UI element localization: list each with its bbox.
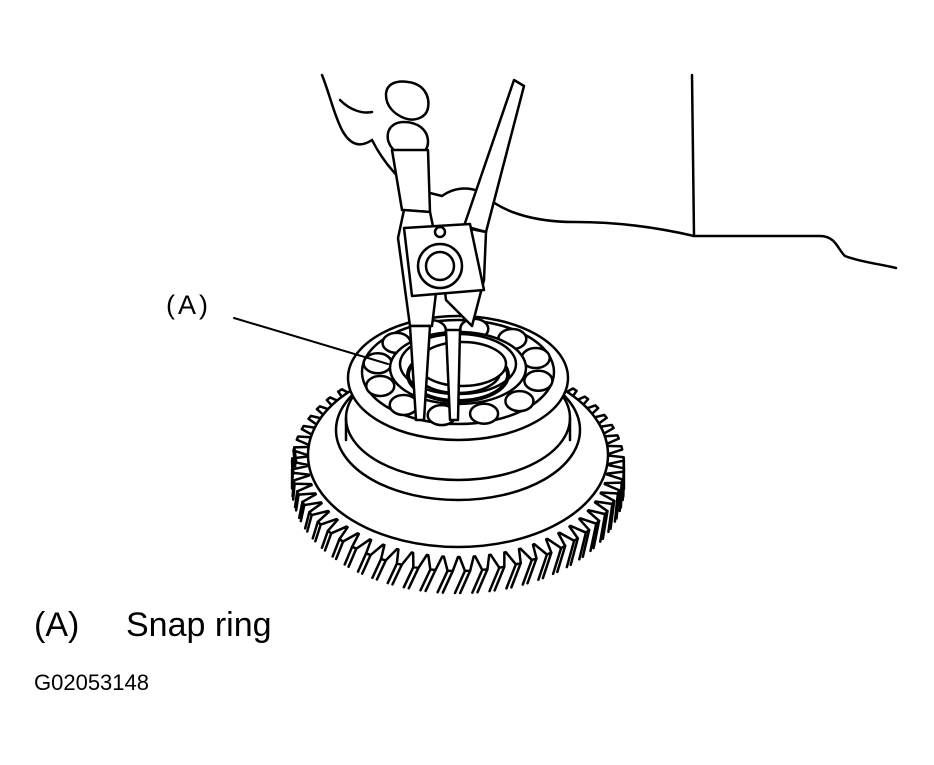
gear-tooth-face — [436, 569, 455, 594]
gear-tooth-face — [356, 552, 372, 575]
gear-tooth-face — [386, 562, 404, 586]
gear-tooth-face — [297, 500, 306, 523]
gear-tooth-face — [331, 537, 345, 561]
gear-tooth-face — [613, 489, 621, 523]
gear-tooth-face — [618, 478, 624, 513]
gear-tooth-face — [371, 557, 388, 581]
legend-key: (A) — [34, 606, 80, 644]
legend-text: Snap ring — [126, 606, 272, 644]
gear-tooth-face — [598, 509, 609, 543]
gear-tooth-face — [521, 557, 538, 586]
callout-leader-line — [233, 317, 389, 365]
gear-tooth-face — [402, 565, 420, 590]
gear-tooth-face — [551, 544, 567, 576]
gear-tooth-face — [320, 529, 333, 552]
gear-tooth-face — [607, 499, 616, 534]
bearing-ball — [504, 389, 535, 413]
gear-tooth-face — [471, 568, 489, 594]
gear-tooth-face — [537, 551, 553, 581]
gear-tooth-face — [505, 561, 522, 590]
callout-label-a: (A) — [166, 290, 211, 320]
gear-tooth-face — [589, 519, 601, 553]
bearing-ball — [523, 369, 554, 392]
gear-tooth-face — [565, 537, 580, 569]
gear-tooth-face — [488, 565, 506, 593]
gear-tooth-face — [293, 490, 300, 512]
bearing-ball — [365, 374, 396, 398]
gear-tooth-face — [419, 568, 437, 593]
gear-tooth-face — [311, 520, 322, 543]
figure-id: G02053148 — [34, 670, 149, 695]
gear-tooth-face — [290, 457, 295, 479]
gear-tooth-face — [292, 446, 298, 468]
gear-tooth-face — [453, 569, 472, 595]
gear-tooth-face — [578, 528, 591, 561]
gear-tooth-face — [303, 510, 313, 533]
bearing-ball — [468, 402, 500, 425]
snap-ring-pliers — [390, 78, 526, 422]
gear-tooth-face — [343, 545, 358, 568]
legend-item: (A) Snap ring — [34, 606, 272, 645]
